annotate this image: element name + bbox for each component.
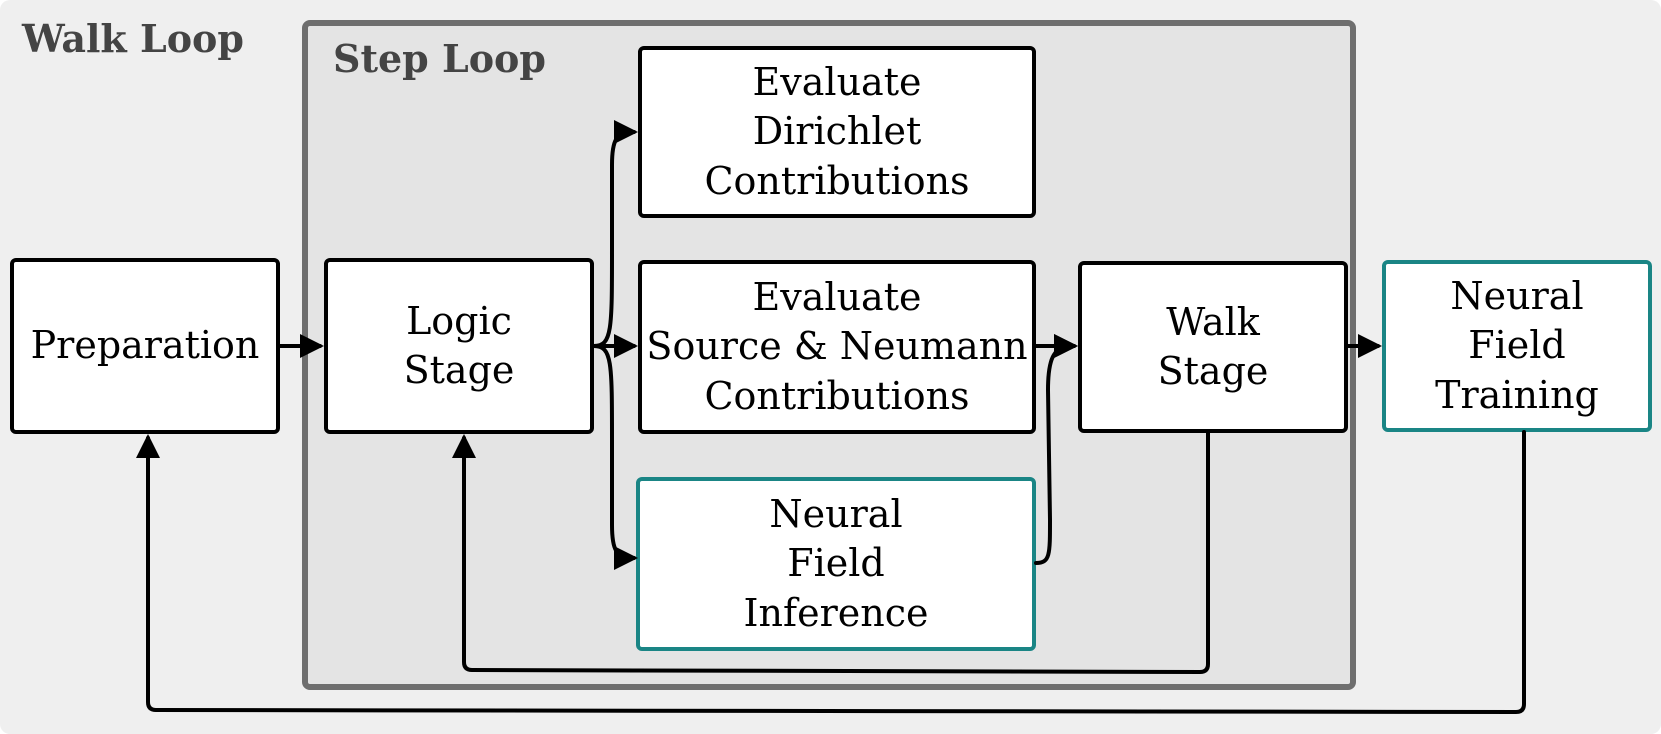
source-neumann-contributions-node: Evaluate Source & Neumann Contributions: [638, 260, 1036, 434]
walk-loop-label: Walk Loop: [22, 16, 244, 61]
walk-stage-node: Walk Stage: [1078, 261, 1348, 433]
logic-stage-node: Logic Stage: [324, 258, 594, 434]
neural-field-inference-node: Neural Field Inference: [636, 477, 1036, 651]
dirichlet-contributions-node: Evaluate Dirichlet Contributions: [638, 46, 1036, 218]
neural-field-training-node: Neural Field Training: [1382, 260, 1652, 432]
step-loop-label: Step Loop: [333, 36, 546, 81]
preparation-node: Preparation: [10, 258, 280, 434]
